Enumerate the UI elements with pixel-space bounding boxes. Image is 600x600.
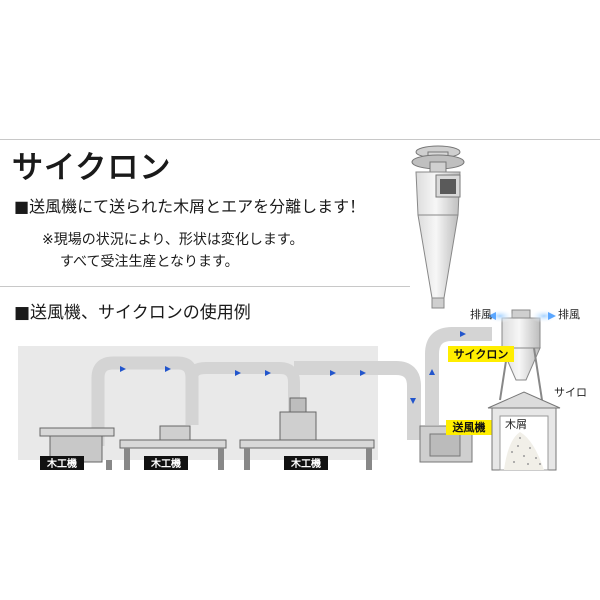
lead-text: ■送風機にて送られた木屑とエアを分離します！ xyxy=(14,197,366,216)
note-line-2: すべて受注生産となります。 xyxy=(60,254,239,270)
machine-3-tag xyxy=(284,456,328,470)
exhaust-right-arrow xyxy=(548,312,556,320)
blower-label: 送風機 xyxy=(452,420,486,434)
page-title: サイクロン xyxy=(12,150,172,186)
machine-3-label: 木工機 xyxy=(290,457,321,470)
machine-2-label: 木工機 xyxy=(150,457,181,470)
exhaust-left-label: 排風 xyxy=(470,307,492,321)
duct-arrows xyxy=(120,331,466,404)
silo xyxy=(487,391,561,471)
wood-chip-particles xyxy=(511,437,541,465)
top-divider xyxy=(0,139,600,140)
blower-tag xyxy=(446,420,492,435)
section-divider xyxy=(0,286,410,287)
machine-3 xyxy=(239,397,375,470)
cyclone-label: サイクロン xyxy=(454,348,509,361)
machine-1-tag xyxy=(40,456,84,470)
cyclone-illustration xyxy=(411,145,465,309)
wood-chips-label: 木屑 xyxy=(505,418,527,431)
cyclone-tag xyxy=(448,346,514,362)
duct-system xyxy=(91,327,492,446)
exhaust-right-air xyxy=(530,309,558,323)
machine-2 xyxy=(119,425,227,470)
exhaust-right-label: 排風 xyxy=(558,307,580,321)
machine-1-label: 木工機 xyxy=(46,457,77,470)
exhaust-left-air xyxy=(486,309,514,323)
exhaust-left-arrow xyxy=(488,312,496,320)
note-line-1: ※現場の状況により、形状は変化します。 xyxy=(42,232,304,248)
machine-2-tag xyxy=(144,456,188,470)
silo-label: サイロ xyxy=(554,386,587,399)
section-title: ■送風機、サイクロンの使用例 xyxy=(14,303,251,323)
